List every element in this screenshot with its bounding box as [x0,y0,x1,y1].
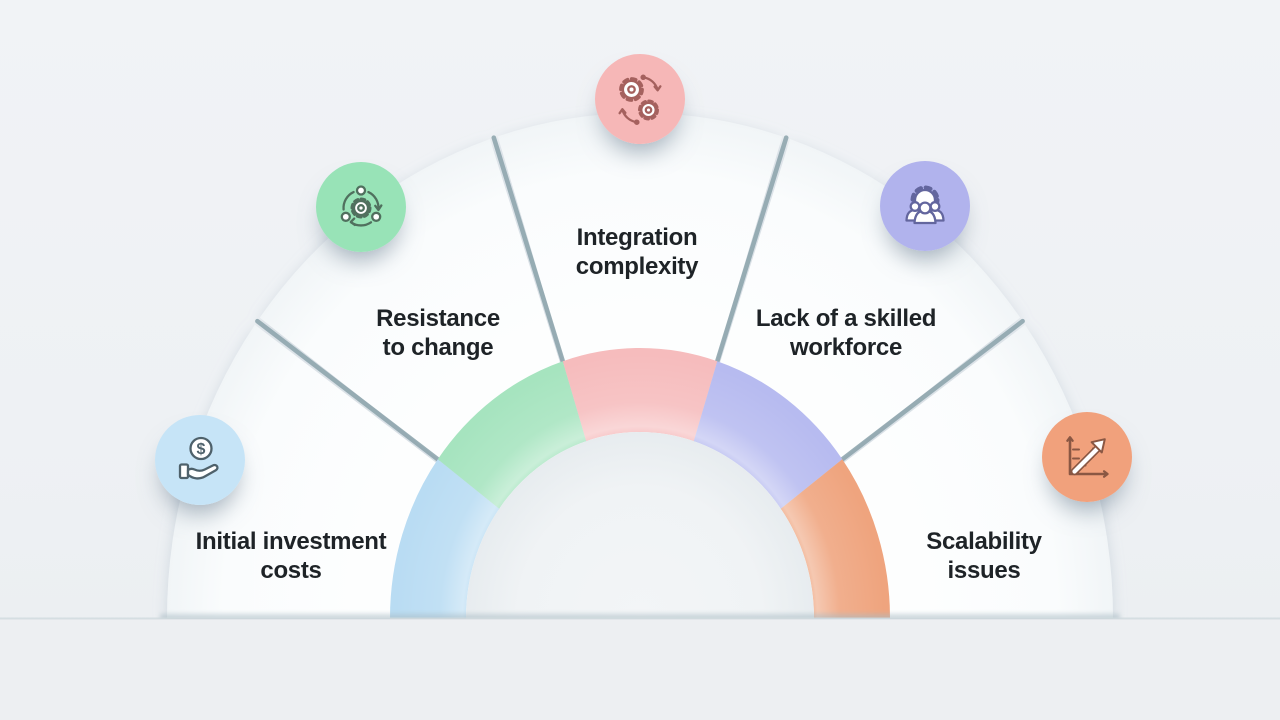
floor-line [0,617,1280,620]
label-initial-investment-costs: Initial investment costs [195,528,387,584]
growth-chart-icon [1066,436,1109,478]
label-resistance-to-change: Resistance to change [376,305,500,361]
resistance-icon-badge [316,162,406,252]
badge-circle [595,54,685,144]
scalability-icon-badge [1042,412,1132,502]
initial-investment-icon-badge: $ [155,415,245,505]
integration-icon-badge [595,54,685,144]
ring-highlight [390,348,890,618]
cycle-gear-icon [340,185,383,227]
label-lack-of-a-skilled-workforce: Lack of a skilled workforce [755,305,937,361]
workforce-icon-badge [880,161,970,251]
team-gear-icon [905,185,945,225]
dollar-hand-icon: $ [178,436,219,480]
gears-sync-icon [618,74,662,125]
divider-line [255,318,441,462]
floor [0,619,1280,720]
divider-line [839,318,1025,462]
dollar-sign: $ [197,441,206,458]
divider-line [491,135,566,364]
dividers [255,135,1025,462]
divider-line [714,135,789,364]
label-integration-complexity: Integration complexity [575,224,699,280]
label-scalability-issues: Scalability issues [926,528,1042,584]
challenge-ring [390,347,890,618]
